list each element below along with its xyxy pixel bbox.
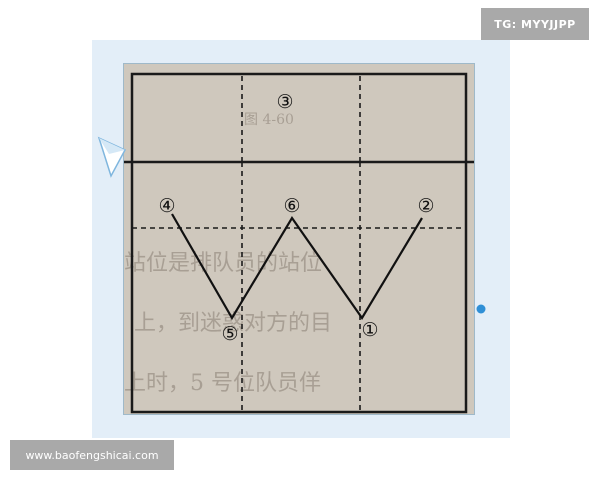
position-2: ② bbox=[417, 195, 434, 217]
movement-path bbox=[171, 213, 423, 321]
paper-plane-arrow-icon bbox=[97, 136, 127, 178]
position-6: ⑥ bbox=[283, 195, 300, 217]
position-4: ④ bbox=[158, 195, 175, 217]
ghost-text-line-1: 站位是排队员的站位 bbox=[124, 251, 322, 276]
figure-caption-ghost: 图 4-60 bbox=[244, 112, 294, 128]
blue-dot-icon bbox=[476, 304, 486, 314]
position-3: ③ bbox=[276, 91, 293, 113]
court-border bbox=[130, 72, 468, 414]
photo-court-diagram: 图 4-60 站位是排队员的站位 上，到迷惑对方的目 上时，5 号位队员佯 ③ … bbox=[124, 64, 474, 414]
site-url-badge[interactable]: www.baofengshicai.com bbox=[10, 440, 174, 470]
position-1: ① bbox=[361, 319, 378, 341]
tg-watermark-badge: TG: MYYJJPP bbox=[481, 8, 589, 40]
ghost-text-line-3: 上时，5 号位队员佯 bbox=[124, 371, 321, 396]
position-5: ⑤ bbox=[221, 323, 238, 345]
volleyball-formation-diagram: 图 4-60 站位是排队员的站位 上，到迷惑对方的目 上时，5 号位队员佯 ③ … bbox=[124, 72, 474, 414]
